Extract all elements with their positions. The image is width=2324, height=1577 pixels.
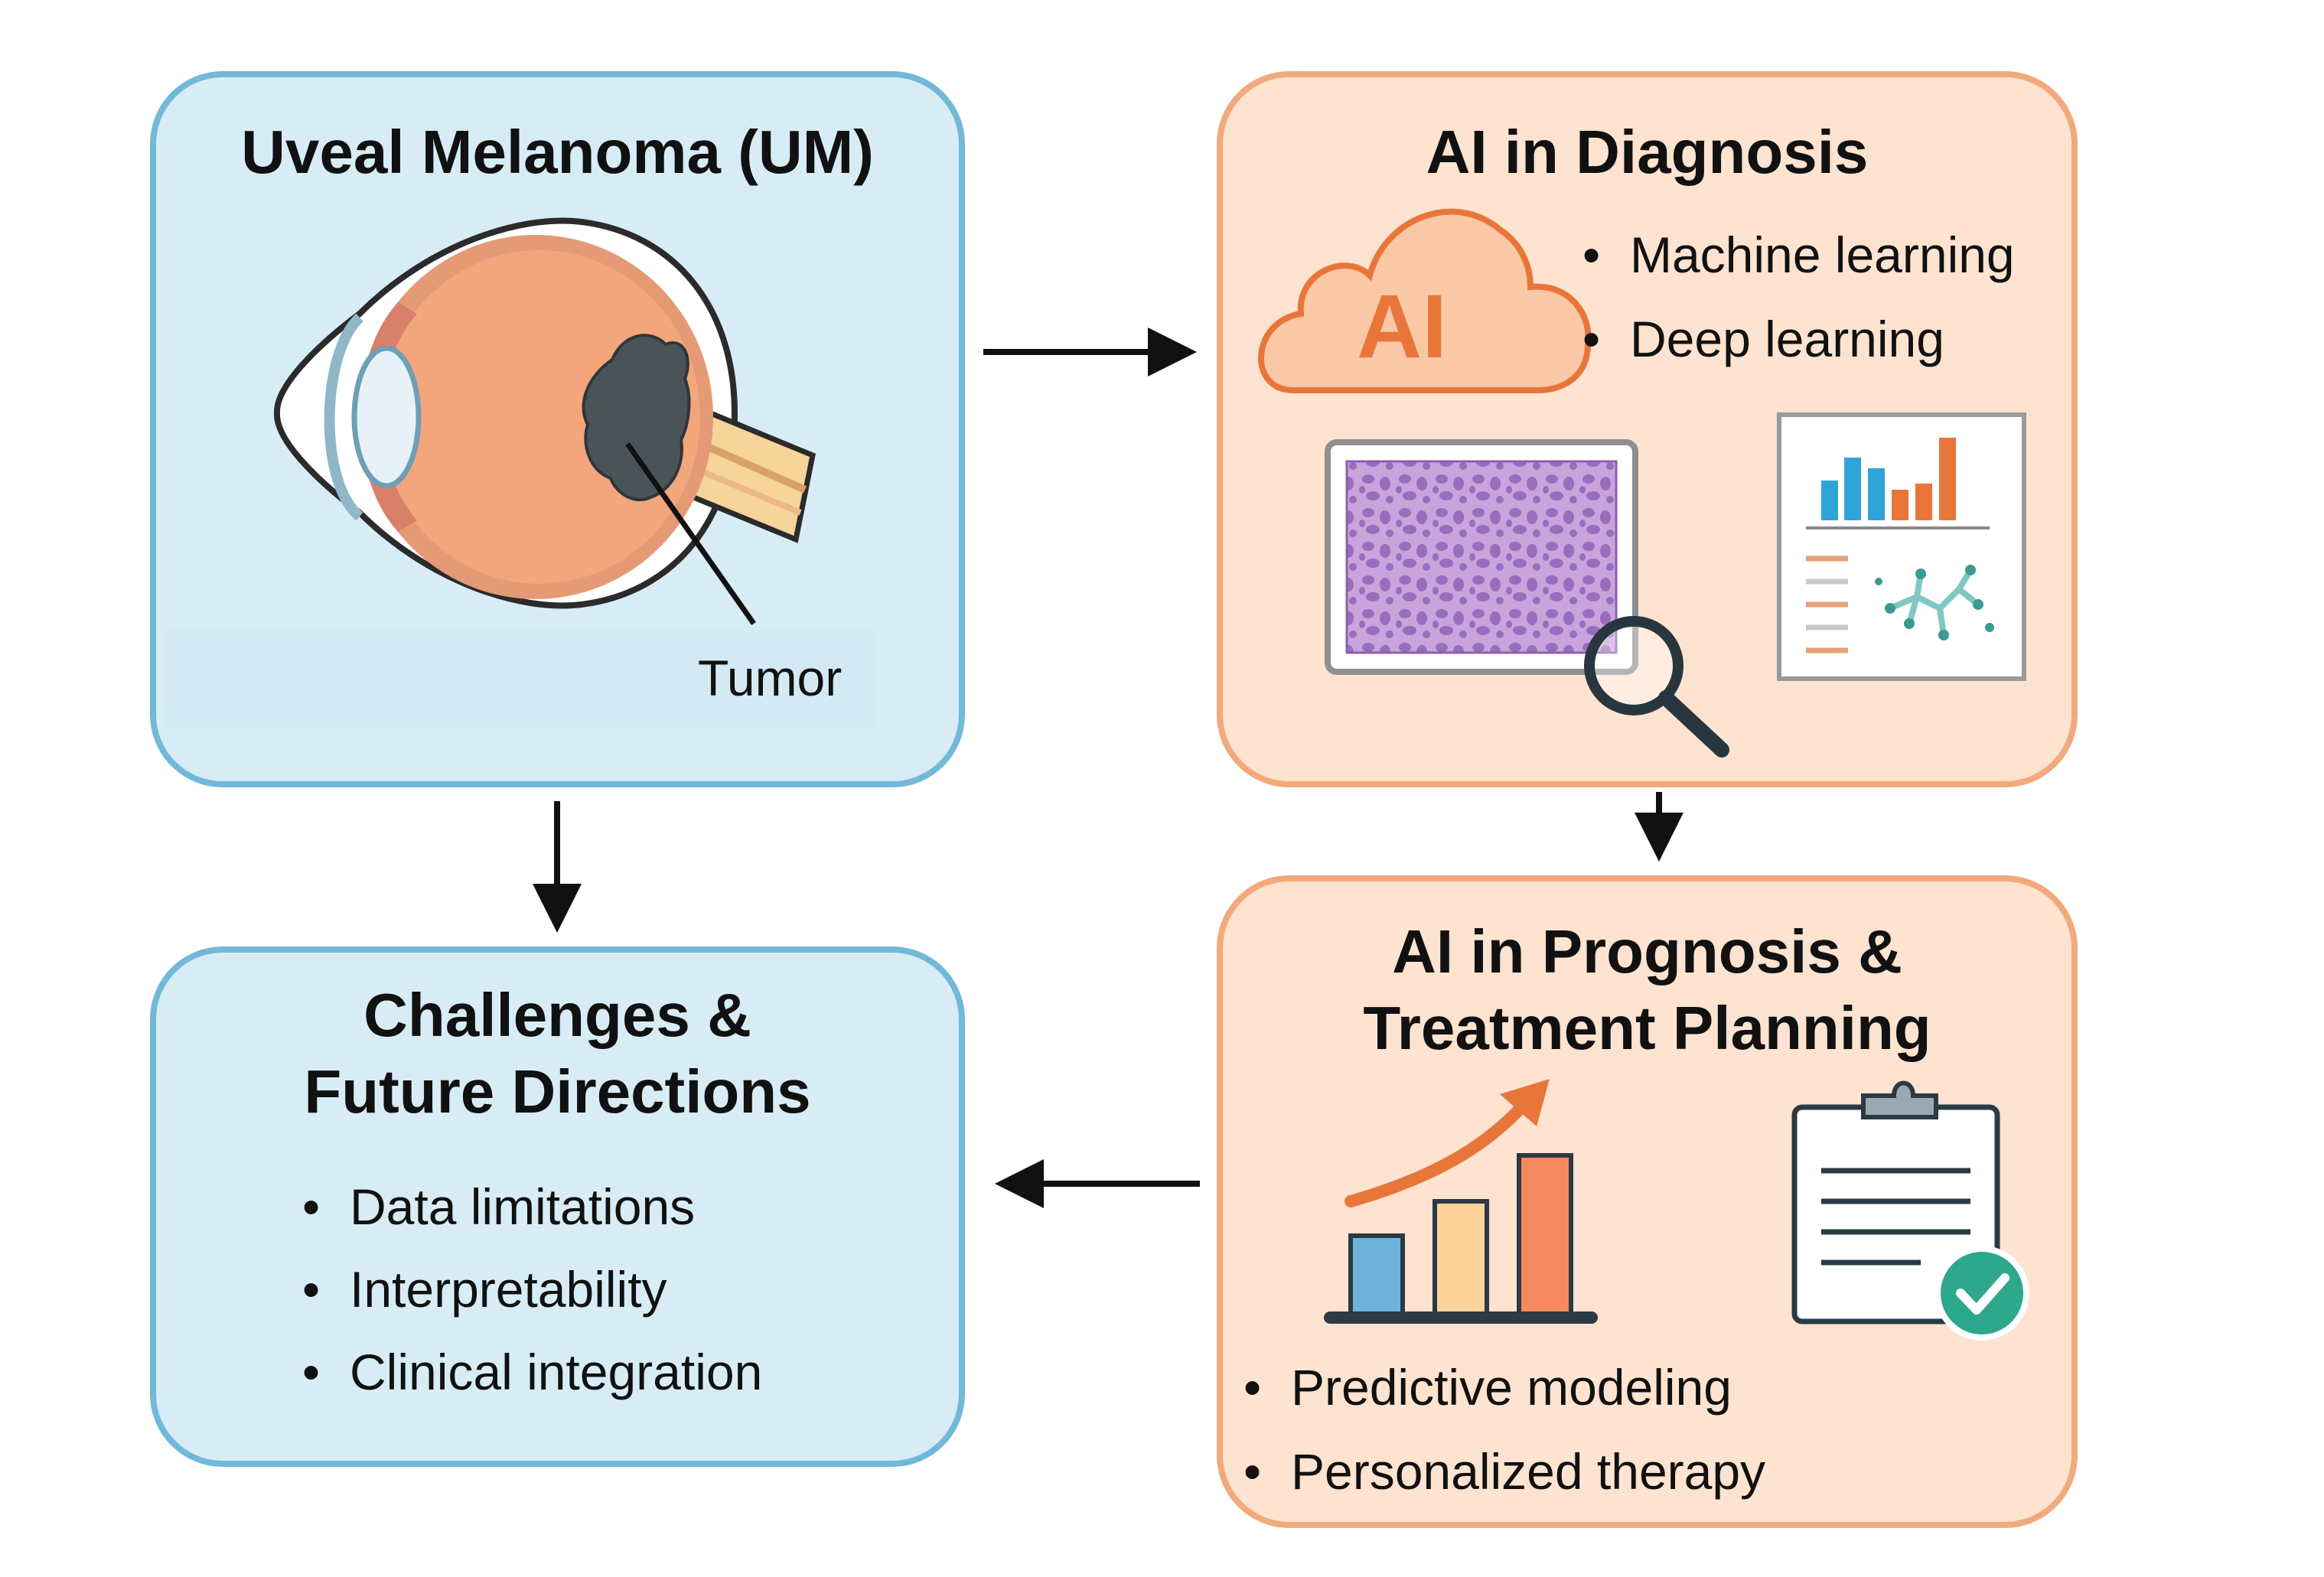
- challenges-title-line1: Challenges &: [363, 981, 751, 1049]
- challenges-title-line2: Future Directions: [304, 1057, 811, 1126]
- challenges-bullet-2: •Interpretability: [302, 1261, 667, 1318]
- prognosis-bullet-1: •Predictive modeling: [1243, 1359, 1732, 1416]
- challenges-bullet-3: •Clinical integration: [302, 1344, 763, 1400]
- diagnosis-title: AI in Diagnosis: [1426, 118, 1869, 186]
- prognosis-bullet-2: •Personalized therapy: [1243, 1443, 1766, 1500]
- prognosis-title-line2: Treatment Planning: [1363, 994, 1931, 1062]
- cloud-ai-text: AI: [1357, 276, 1447, 377]
- challenges-bullet-1: •Data limitations: [302, 1178, 696, 1235]
- diagnosis-bullet-2: •Deep learning: [1582, 311, 1944, 367]
- prognosis-title-line1: AI in Prognosis &: [1392, 917, 1902, 986]
- tumor-label-strip: [165, 629, 876, 727]
- um-title: Uveal Melanoma (UM): [241, 118, 874, 186]
- tumor-label: Tumor: [698, 650, 843, 706]
- challenges-panel: Challenges & Future Directions: [150, 947, 965, 1467]
- diagnosis-bullet-1: •Machine learning: [1582, 226, 2015, 283]
